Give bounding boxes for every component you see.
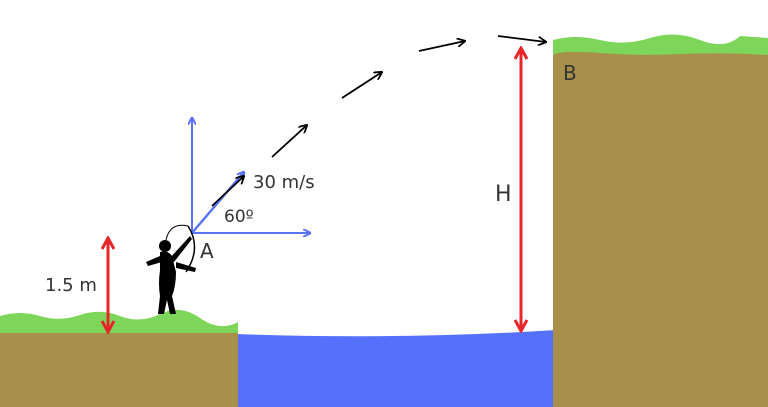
point-b-label: B <box>563 61 577 85</box>
launch-speed-label: 30 m/s <box>253 172 315 193</box>
left-grass <box>0 309 238 333</box>
water <box>236 330 556 407</box>
launch-angle-label: 60º <box>224 207 254 227</box>
trajectory-arrow <box>418 41 465 52</box>
cliff-height-label: H <box>495 182 512 207</box>
trajectory-arrow <box>211 176 244 207</box>
trajectory-arrow <box>341 72 382 99</box>
right-cliff <box>553 50 768 407</box>
right-grass <box>553 34 768 55</box>
trajectory-arrow <box>497 35 546 42</box>
point-a-label: A <box>200 239 214 263</box>
left-ground <box>0 330 238 407</box>
trajectory <box>211 35 546 207</box>
archer-height-label: 1.5 m <box>45 275 97 296</box>
archer-silhouette <box>146 224 196 314</box>
trajectory-arrow <box>271 125 307 158</box>
